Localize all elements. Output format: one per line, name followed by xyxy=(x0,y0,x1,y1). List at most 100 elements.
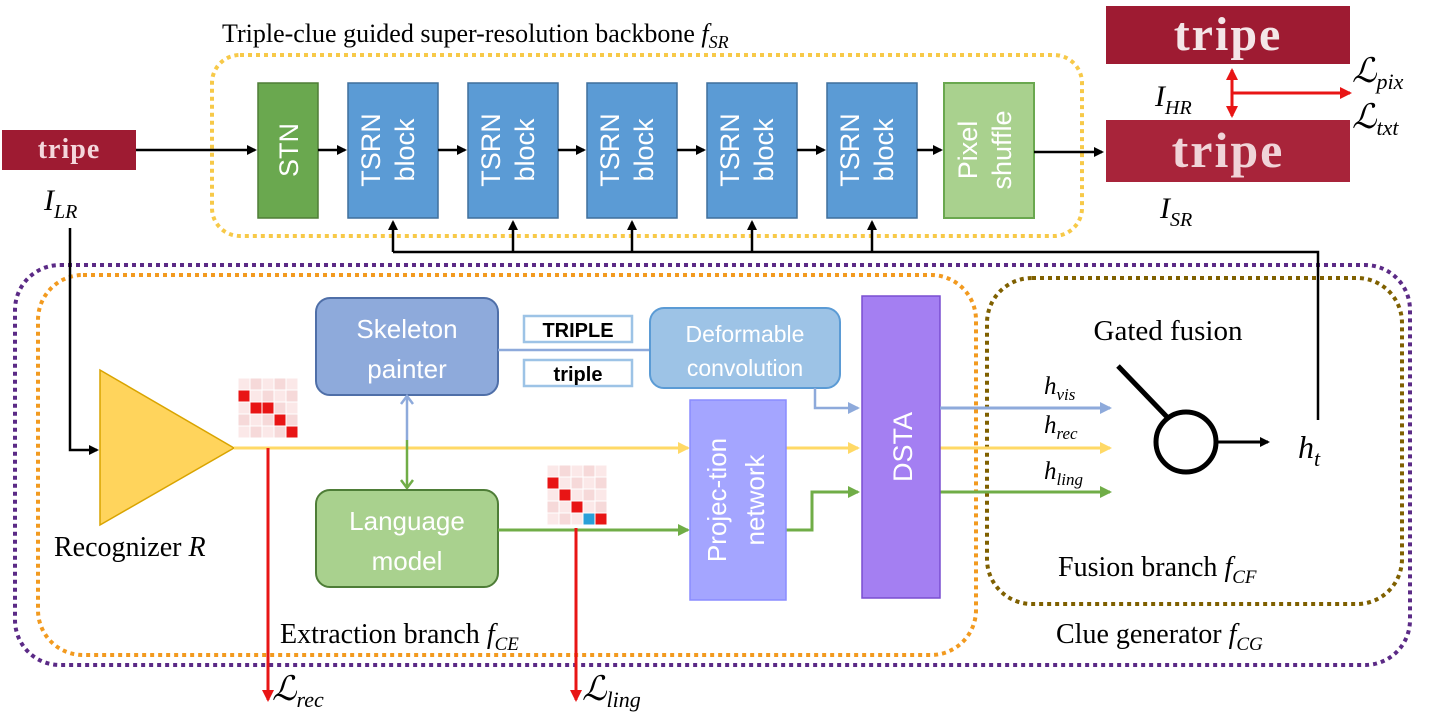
matrix-cell xyxy=(261,413,275,427)
svg-text:painter: painter xyxy=(367,354,447,384)
ling-probability-matrix xyxy=(546,464,608,526)
matrix-cell xyxy=(285,401,299,415)
loss-txt-label: ℒtxt xyxy=(1352,99,1399,140)
fusion-branch-region xyxy=(985,276,1404,606)
tsrn-block-5: TSRN block xyxy=(826,82,918,219)
h-ling-label: hling xyxy=(1044,458,1083,489)
svg-text:TSRN: TSRN xyxy=(835,113,865,187)
matrix-cell xyxy=(558,512,572,526)
h-t-label: ht xyxy=(1298,429,1321,471)
clue-generator-region xyxy=(13,263,1412,667)
svg-text:block: block xyxy=(749,118,779,182)
svg-text:TSRN: TSRN xyxy=(476,113,506,187)
h-rec-label: hrec xyxy=(1044,412,1078,443)
matrix-cell xyxy=(273,425,287,439)
matrix-cell xyxy=(558,476,572,490)
matrix-cell xyxy=(546,488,560,502)
projection-network: Projec-tion network xyxy=(689,399,787,601)
skeleton-painter: Skeleton painter xyxy=(315,297,499,396)
matrix-cell xyxy=(261,425,275,439)
matrix-cell xyxy=(237,401,251,415)
matrix-cell xyxy=(582,500,596,514)
matrix-cell xyxy=(249,389,263,403)
matrix-cell xyxy=(546,476,560,490)
svg-text:Skeleton: Skeleton xyxy=(356,314,457,344)
matrix-cell xyxy=(285,413,299,427)
matrix-cell xyxy=(558,488,572,502)
language-model: Language model xyxy=(315,489,499,588)
svg-text:network: network xyxy=(740,453,770,545)
matrix-cell xyxy=(570,464,584,478)
backbone-region xyxy=(210,53,1084,238)
matrix-cell xyxy=(582,488,596,502)
loss-pix-label: ℒpix xyxy=(1352,53,1404,94)
svg-text:TSRN: TSRN xyxy=(715,113,745,187)
dsta-module: DSTA xyxy=(861,295,941,599)
matrix-cell xyxy=(249,413,263,427)
matrix-cell xyxy=(594,500,608,514)
matrix-cell xyxy=(546,464,560,478)
svg-text:DSTA: DSTA xyxy=(888,412,918,482)
matrix-cell xyxy=(546,500,560,514)
matrix-cell xyxy=(273,413,287,427)
backbone-title: Triple-clue guided super-resolution back… xyxy=(222,19,729,52)
svg-text:TSRN: TSRN xyxy=(356,113,386,187)
matrix-cell xyxy=(273,389,287,403)
matrix-cell xyxy=(582,476,596,490)
matrix-cell xyxy=(285,389,299,403)
svg-text:model: model xyxy=(372,546,443,576)
extraction-branch-region xyxy=(36,273,978,657)
matrix-cell xyxy=(285,377,299,391)
matrix-cell xyxy=(261,389,275,403)
lr-to-recognizer-line xyxy=(68,228,99,455)
lr-label: ILR xyxy=(43,184,77,223)
pixel-shuffle-block: Pixel shuffle xyxy=(943,82,1035,219)
sr-label: ISR xyxy=(1159,192,1192,231)
skeleton-output-lower: triple xyxy=(522,358,634,388)
svg-text:shuffle: shuffle xyxy=(987,110,1017,189)
hr-image: tripe xyxy=(1106,6,1350,64)
rec-probability-matrix xyxy=(237,377,299,439)
matrix-cell xyxy=(594,512,608,526)
matrix-cell xyxy=(237,389,251,403)
matrix-cell xyxy=(570,512,584,526)
svg-text:Deformable: Deformable xyxy=(686,321,805,347)
svg-text:TRIPLE: TRIPLE xyxy=(542,320,613,342)
matrix-cell xyxy=(582,464,596,478)
svg-text:TSRN: TSRN xyxy=(595,113,625,187)
svg-text:tripe: tripe xyxy=(38,134,101,165)
svg-text:tripe: tripe xyxy=(1172,122,1285,178)
ling-feature-line xyxy=(498,486,1112,536)
svg-text:triple: triple xyxy=(554,364,603,386)
matrix-cell xyxy=(237,425,251,439)
skeleton-language-connector xyxy=(400,393,414,491)
loss-ling-label: ℒling xyxy=(582,671,641,712)
svg-text:tripe: tripe xyxy=(1174,8,1283,61)
matrix-cell xyxy=(261,377,275,391)
matrix-cell xyxy=(237,377,251,391)
matrix-cell xyxy=(249,425,263,439)
matrix-cell xyxy=(594,488,608,502)
svg-text:Projec-tion: Projec-tion xyxy=(702,438,732,562)
backbone-arrows xyxy=(136,145,1104,157)
matrix-cell xyxy=(273,401,287,415)
matrix-cell xyxy=(261,401,275,415)
matrix-cell xyxy=(558,500,572,514)
matrix-cell xyxy=(558,464,572,478)
svg-text:Pixel: Pixel xyxy=(953,121,983,180)
fusion-branch-title: Fusion branch fCF xyxy=(1058,552,1257,588)
svg-text:block: block xyxy=(629,118,659,182)
skeleton-output-upper: TRIPLE xyxy=(522,314,634,344)
svg-text:STN: STN xyxy=(274,123,304,177)
hr-label: IHR xyxy=(1154,80,1192,119)
svg-text:block: block xyxy=(390,118,420,182)
extraction-branch-title: Extraction branch fCE xyxy=(280,619,519,655)
loss-rec-label: ℒrec xyxy=(272,671,324,712)
matrix-cell xyxy=(594,464,608,478)
matrix-cell xyxy=(582,512,596,526)
tsrn-block-4: TSRN block xyxy=(706,82,798,219)
recognizer-r xyxy=(99,368,236,527)
tsrn-block-3: TSRN block xyxy=(586,82,678,219)
